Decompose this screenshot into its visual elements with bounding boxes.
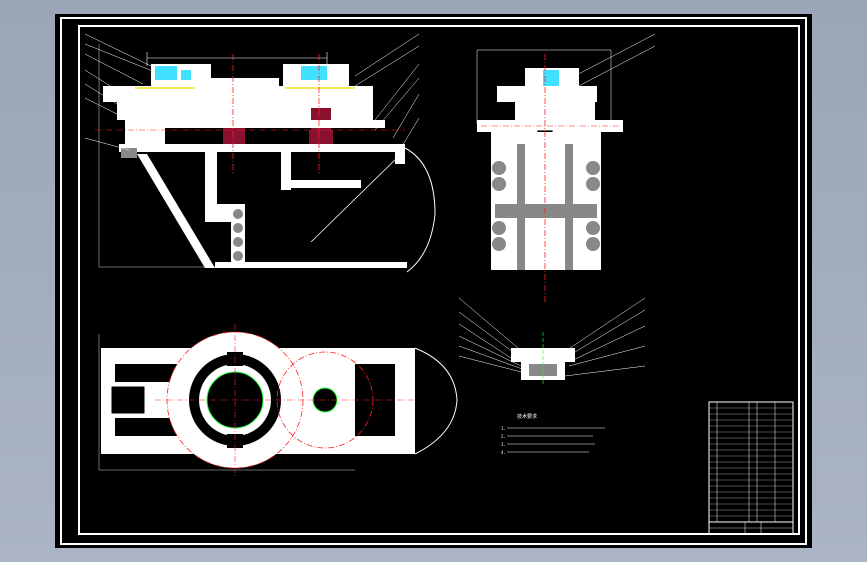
notes-heading: 技术要求 [517,413,537,420]
technical-notes: 技术要求 1. 2. 3. 4. [501,413,605,455]
drawing-sheet: 技术要求 1. 2. 3. 4. [60,17,807,545]
top-view [98,324,458,476]
outer-frame [60,17,807,545]
detail-view [458,297,646,384]
note-line-3: 3. [501,442,506,447]
front-view [84,33,436,273]
cad-viewport[interactable]: 技术要求 1. 2. 3. 4. [55,14,812,548]
title-block [708,401,794,535]
side-view [476,33,656,304]
note-line-1: 1. [501,426,506,431]
inner-frame [78,25,800,535]
note-line-4: 4. [501,450,506,455]
parts-list-rows [709,407,793,523]
note-line-2: 2. [501,434,506,439]
